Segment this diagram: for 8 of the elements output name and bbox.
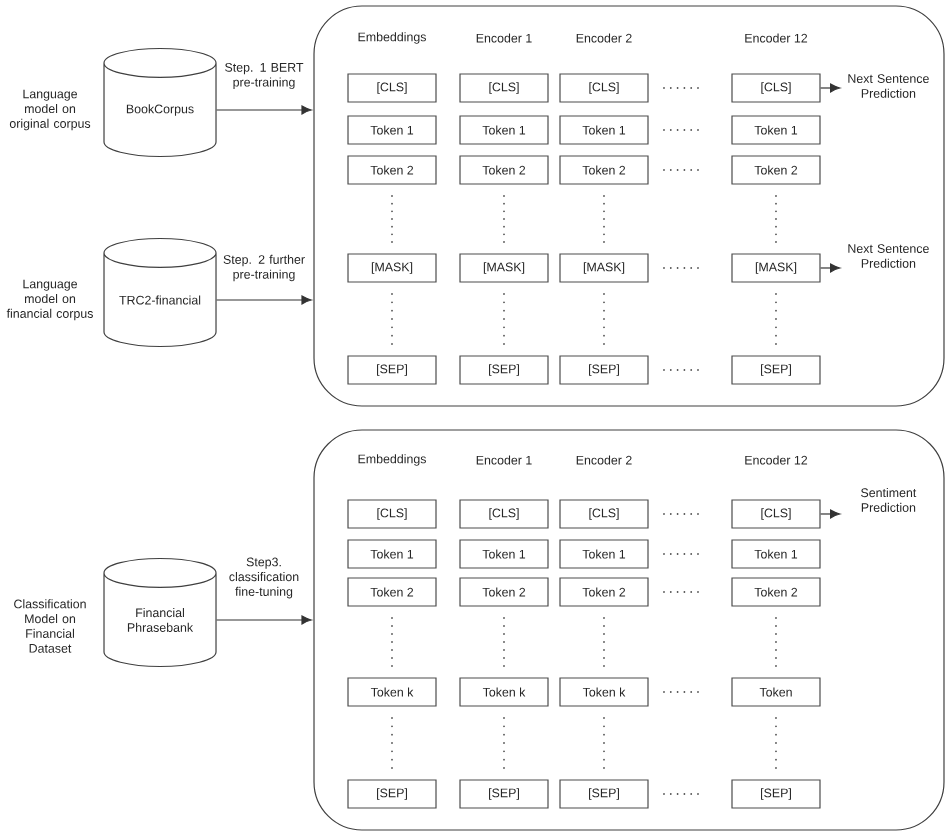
arrow	[820, 263, 841, 273]
arrow	[216, 615, 312, 625]
rounded-panel	[313, 429, 945, 831]
arrow	[216, 105, 312, 115]
arrow	[820, 83, 841, 93]
arrow	[216, 295, 312, 305]
rounded-panel	[313, 5, 945, 407]
arrow	[820, 509, 841, 519]
